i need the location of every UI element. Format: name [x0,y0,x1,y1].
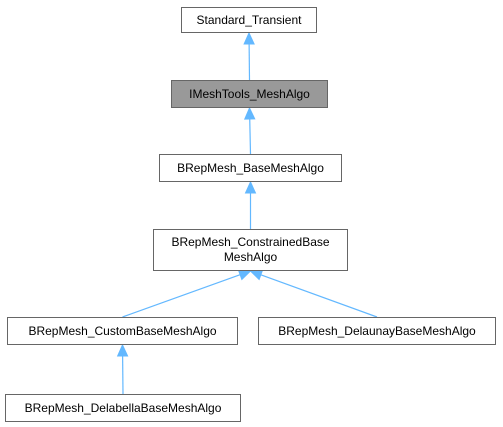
inheritance-edge-line [249,118,252,155]
class-node-label: Standard_Transient [196,12,302,27]
inheritance-arrowhead [243,106,256,120]
class-node-brepmesh-constrainedbasemeshalgo[interactable]: BRepMesh_ConstrainedBase MeshAlgo [153,229,348,271]
inheritance-arrowhead [243,31,255,45]
class-node-brepmesh-delaunaybasemeshalgo[interactable]: BRepMesh_DelaunayBaseMeshAlgo [258,317,496,345]
inheritance-arrowhead [116,343,129,357]
class-node-imeshtools-meshalgo: IMeshTools_MeshAlgo [171,80,328,108]
class-node-brepmesh-basemeshalgo[interactable]: BRepMesh_BaseMeshAlgo [159,154,342,182]
class-node-label: BRepMesh_DelaunayBaseMeshAlgo [278,323,476,338]
inheritance-arrowhead [249,269,264,281]
class-node-label: IMeshTools_MeshAlgo [189,86,310,101]
inheritance-edge-line [260,274,378,318]
class-node-label: BRepMesh_ConstrainedBase MeshAlgo [171,235,330,264]
class-node-label: BRepMesh_DelabellaBaseMeshAlgo [24,400,222,415]
class-node-label: BRepMesh_BaseMeshAlgo [177,160,324,175]
inheritance-edge-line [122,274,241,318]
class-node-standard-transient[interactable]: Standard_Transient [181,7,317,33]
inheritance-arrowhead [237,269,252,281]
class-node-brepmesh-custombasemeshalgo[interactable]: BRepMesh_CustomBaseMeshAlgo [7,317,238,345]
class-node-brepmesh-delabellabasemeshalgo[interactable]: BRepMesh_DelabellaBaseMeshAlgo [5,394,241,422]
inheritance-arrowhead [244,180,257,194]
class-node-label: BRepMesh_CustomBaseMeshAlgo [28,323,217,338]
